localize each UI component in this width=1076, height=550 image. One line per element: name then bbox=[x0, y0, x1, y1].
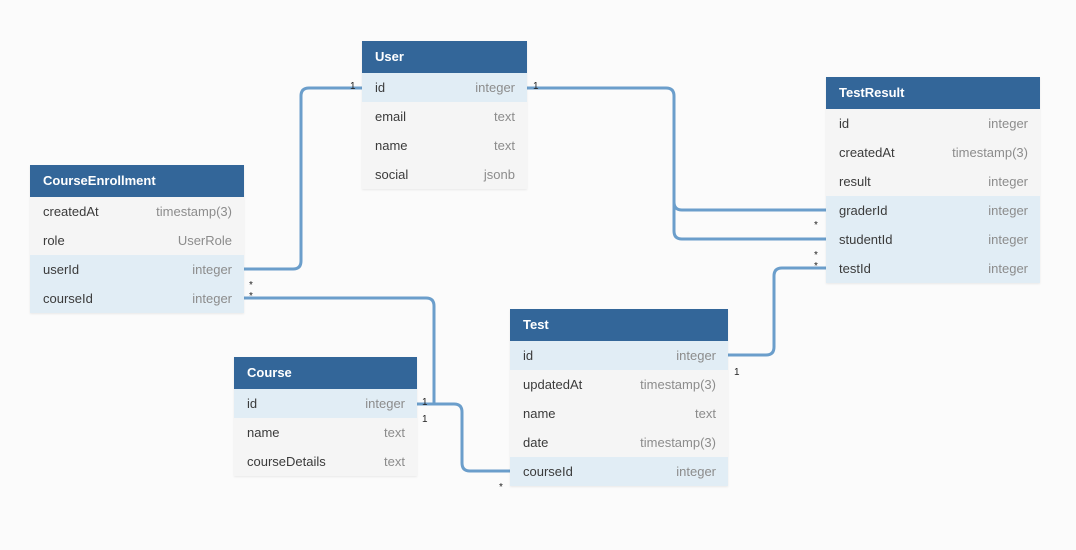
field-type: text bbox=[384, 425, 405, 440]
field-name: id bbox=[375, 80, 386, 95]
field-type: text bbox=[695, 406, 716, 421]
table-row[interactable]: name text bbox=[234, 418, 417, 447]
field-type: jsonb bbox=[483, 167, 515, 182]
relation-line-user-grader[interactable] bbox=[527, 86, 826, 212]
relation-line-user-student[interactable] bbox=[672, 200, 826, 241]
field-name: email bbox=[375, 109, 407, 124]
table-row[interactable]: courseId integer bbox=[510, 457, 728, 486]
field-name: name bbox=[375, 138, 408, 153]
cardinality-label: * bbox=[814, 220, 818, 231]
table-row[interactable]: id integer bbox=[234, 389, 417, 418]
table-row[interactable]: social jsonb bbox=[362, 160, 527, 189]
field-type: text bbox=[384, 454, 405, 469]
relation-line-course-enrollment[interactable] bbox=[244, 296, 436, 406]
table-row[interactable]: email text bbox=[362, 102, 527, 131]
cardinality-label: 1 bbox=[533, 81, 539, 92]
field-name: userId bbox=[43, 262, 80, 277]
field-type: integer bbox=[192, 262, 232, 277]
cardinality-label: 1 bbox=[422, 397, 428, 408]
table-test[interactable]: Test id integer updatedAt timestamp(3) name te… bbox=[510, 309, 728, 486]
field-name: result bbox=[839, 174, 871, 189]
relation-line-course-test[interactable] bbox=[417, 402, 510, 473]
table-header[interactable]: Course bbox=[234, 357, 417, 389]
table-row[interactable]: name text bbox=[362, 131, 527, 160]
field-type: timestamp(3) bbox=[640, 435, 716, 450]
table-row[interactable]: result integer bbox=[826, 167, 1040, 196]
cardinality-label: * bbox=[814, 250, 818, 261]
cardinality-label: 1 bbox=[350, 81, 356, 92]
field-type: integer bbox=[988, 116, 1028, 131]
table-course[interactable]: Course id integer name text courseDetails text bbox=[234, 357, 417, 476]
table-row[interactable]: createdAt timestamp(3) bbox=[30, 197, 244, 226]
relation-line-test-testresult[interactable] bbox=[728, 266, 826, 357]
field-type: integer bbox=[676, 348, 716, 363]
field-type: integer bbox=[365, 396, 405, 411]
cardinality-label: * bbox=[249, 291, 253, 302]
field-type: integer bbox=[475, 80, 515, 95]
field-name: courseDetails bbox=[247, 454, 326, 469]
field-type: integer bbox=[676, 464, 716, 479]
table-row[interactable]: id integer bbox=[826, 109, 1040, 138]
table-header[interactable]: CourseEnrollment bbox=[30, 165, 244, 197]
field-type: integer bbox=[988, 232, 1028, 247]
table-row[interactable]: updatedAt timestamp(3) bbox=[510, 370, 728, 399]
field-name: date bbox=[523, 435, 549, 450]
relation-line-user-enrollment[interactable] bbox=[244, 86, 362, 271]
table-courseenrollment[interactable]: CourseEnrollment createdAt timestamp(3) rol… bbox=[30, 165, 244, 313]
field-type: text bbox=[494, 138, 515, 153]
table-row[interactable]: graderId integer bbox=[826, 196, 1040, 225]
field-name: id bbox=[247, 396, 258, 411]
field-type: integer bbox=[988, 174, 1028, 189]
field-type: timestamp(3) bbox=[156, 204, 232, 219]
field-name: createdAt bbox=[839, 145, 895, 160]
table-user[interactable]: User id integer email text name text social json… bbox=[362, 41, 527, 189]
table-row[interactable]: userId integer bbox=[30, 255, 244, 284]
table-header[interactable]: User bbox=[362, 41, 527, 73]
cardinality-label: * bbox=[814, 261, 818, 272]
field-name: social bbox=[375, 167, 409, 182]
table-header[interactable]: TestResult bbox=[826, 77, 1040, 109]
table-testresult[interactable]: TestResult id integer createdAt timestamp(3)… bbox=[826, 77, 1040, 283]
table-row[interactable]: name text bbox=[510, 399, 728, 428]
field-type: integer bbox=[988, 203, 1028, 218]
field-name: testId bbox=[839, 261, 871, 276]
field-type: text bbox=[494, 109, 515, 124]
table-row[interactable]: testId integer bbox=[826, 254, 1040, 283]
table-row[interactable]: role UserRole bbox=[30, 226, 244, 255]
cardinality-label: * bbox=[499, 482, 503, 493]
field-type: UserRole bbox=[177, 233, 232, 248]
table-row[interactable]: createdAt timestamp(3) bbox=[826, 138, 1040, 167]
cardinality-label: 1 bbox=[734, 367, 740, 378]
field-name: name bbox=[523, 406, 556, 421]
table-row[interactable]: studentId integer bbox=[826, 225, 1040, 254]
field-name: studentId bbox=[839, 232, 893, 247]
field-name: courseId bbox=[43, 291, 93, 306]
field-name: id bbox=[523, 348, 534, 363]
field-type: integer bbox=[988, 261, 1028, 276]
table-row[interactable]: id integer bbox=[510, 341, 728, 370]
cardinality-label: * bbox=[249, 280, 253, 291]
field-name: id bbox=[839, 116, 850, 131]
table-row[interactable]: id integer bbox=[362, 73, 527, 102]
field-name: role bbox=[43, 233, 65, 248]
field-name: createdAt bbox=[43, 204, 99, 219]
table-row[interactable]: courseId integer bbox=[30, 284, 244, 313]
table-header[interactable]: Test bbox=[510, 309, 728, 341]
field-name: graderId bbox=[839, 203, 888, 218]
table-row[interactable]: date timestamp(3) bbox=[510, 428, 728, 457]
field-type: timestamp(3) bbox=[952, 145, 1028, 160]
field-name: name bbox=[247, 425, 280, 440]
field-name: courseId bbox=[523, 464, 573, 479]
field-type: integer bbox=[192, 291, 232, 306]
table-row[interactable]: courseDetails text bbox=[234, 447, 417, 476]
cardinality-label: 1 bbox=[422, 414, 428, 425]
field-name: updatedAt bbox=[523, 377, 583, 392]
field-type: timestamp(3) bbox=[640, 377, 716, 392]
